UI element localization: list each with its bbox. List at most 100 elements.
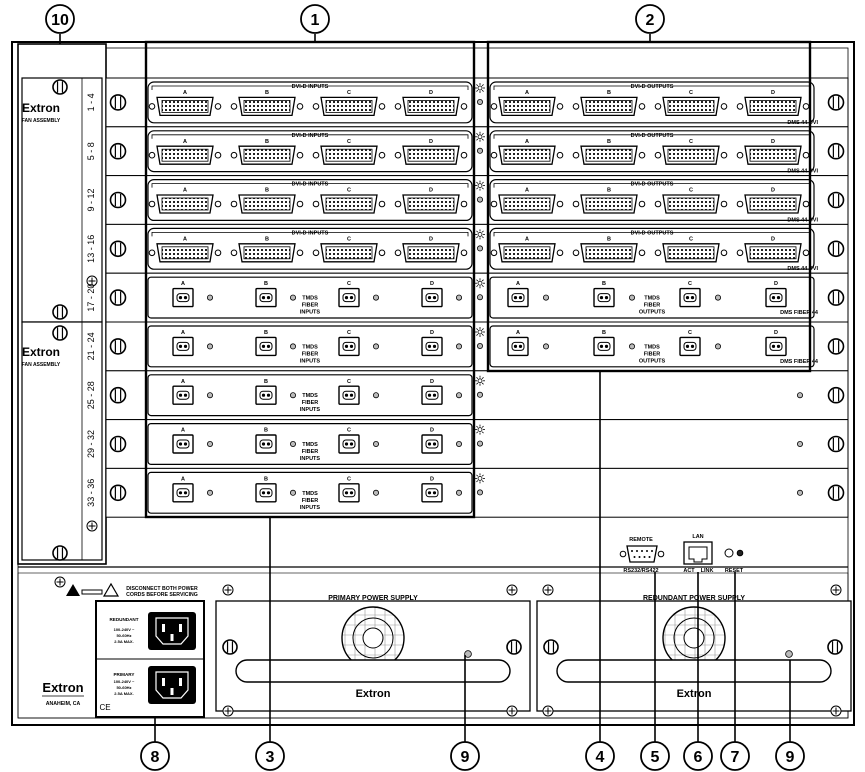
fiber-connector [172,483,194,503]
fiber-port [425,390,439,400]
connector-pins [667,148,715,162]
dvi-inputs-title: DVI-D INPUTS [292,84,329,90]
phillips-screw [830,705,842,717]
callout-circle [140,741,170,771]
reset-button [724,548,734,558]
fiber-connector [421,434,443,454]
lan-label: LAN [692,534,703,540]
port-letter: D [771,90,775,96]
led-indicator [372,343,379,350]
port-letter: B [607,188,611,194]
thumbscrew [109,484,127,502]
connector-screw [312,200,320,208]
connector-screw [654,151,662,159]
dvi-output-card [489,227,815,270]
sun-core [477,475,483,481]
fiber-lens [183,442,188,446]
fiber-lens [690,344,695,348]
dvi-outputs-title: DVI-D OUTPUTS [631,84,674,90]
power-spec: 50-60Hz [116,633,131,638]
dvi-connector [394,145,468,165]
connector-screw [214,103,222,110]
port-letter: A [525,90,529,96]
connector-pins [407,246,455,260]
led-indicator [476,147,483,154]
phillips-screw [222,705,234,717]
fan-grill-ring [673,617,715,659]
fiber-lens [261,442,266,446]
fiber-lens [427,393,432,397]
callout-number: 5 [651,749,660,766]
led-indicator [455,440,462,447]
fiber-model: DMS FIBER 44 [780,310,819,316]
connector-screw [378,200,386,208]
fiber-lens [261,296,266,300]
sun-ray [481,333,484,336]
port-letter: D [771,139,775,145]
fiber-outputs-text: OUTPUTS [639,310,666,316]
sun-ray [476,328,479,331]
connector-pins [407,100,455,113]
callout-6: 6 [683,741,713,771]
serial-pin [646,550,648,552]
dvi-connector [230,145,304,165]
port-letter: C [347,90,351,96]
connector-screw [720,151,728,159]
sun-core [477,378,483,384]
port-letter: C [347,139,351,145]
fiber-port [342,439,356,449]
dvi-connector [654,96,728,117]
slot-label: 5 - 8 [86,142,96,160]
dvi-connector [572,243,646,263]
fan-brand-lower: Extron [22,345,60,359]
fiber-port [425,488,439,498]
fiber-port [425,293,439,303]
callout-9-redundant: 9 [775,741,805,771]
sun-ray [476,279,479,282]
led-indicator [289,392,296,399]
connector-pins [325,246,373,260]
dvi-connector [490,145,564,165]
fiber-port [597,293,611,303]
primary-label: PRIMARY [113,672,134,677]
port-letter: C [347,236,351,242]
sun-ray [476,333,479,336]
connector-screw [394,151,402,159]
callout-number: 9 [461,749,470,766]
connector-screw [378,151,386,159]
connector-pins [243,148,291,162]
dvi-connector [736,243,810,263]
dvi-output-card [489,179,815,222]
port-letter: B [602,330,606,336]
slot-label: 29 - 32 [86,430,96,458]
port-letter: D [430,476,434,482]
fiber-lens [183,344,188,348]
connector-screw [214,151,222,159]
fiber-lens [178,296,183,300]
connector-screw [572,200,580,208]
power-spec: 50-60Hz [116,685,131,690]
fiber-outputs-text: TMDS [644,296,660,302]
fuse-symbol [81,589,103,595]
connector-pins [503,100,551,113]
port-letter: C [688,330,692,336]
connector-screw [638,151,646,159]
fiber-lens [266,393,271,397]
fiber-lens [349,491,354,495]
thumbscrew [109,142,127,160]
callout-4: 4 [585,741,615,771]
port-letter: C [347,330,351,336]
thumbscrew-head [109,435,127,453]
fiber-lens [344,442,349,446]
dvi-model: DMS 44 DVI [787,266,818,272]
port-letter: A [183,188,187,194]
port-letter: D [429,90,433,96]
connector-pins [243,100,291,113]
connector-screw [654,249,662,257]
connector-screw [802,200,810,208]
connector-screw [556,151,564,159]
sun-ray [481,382,484,385]
port-letter: A [516,330,520,336]
